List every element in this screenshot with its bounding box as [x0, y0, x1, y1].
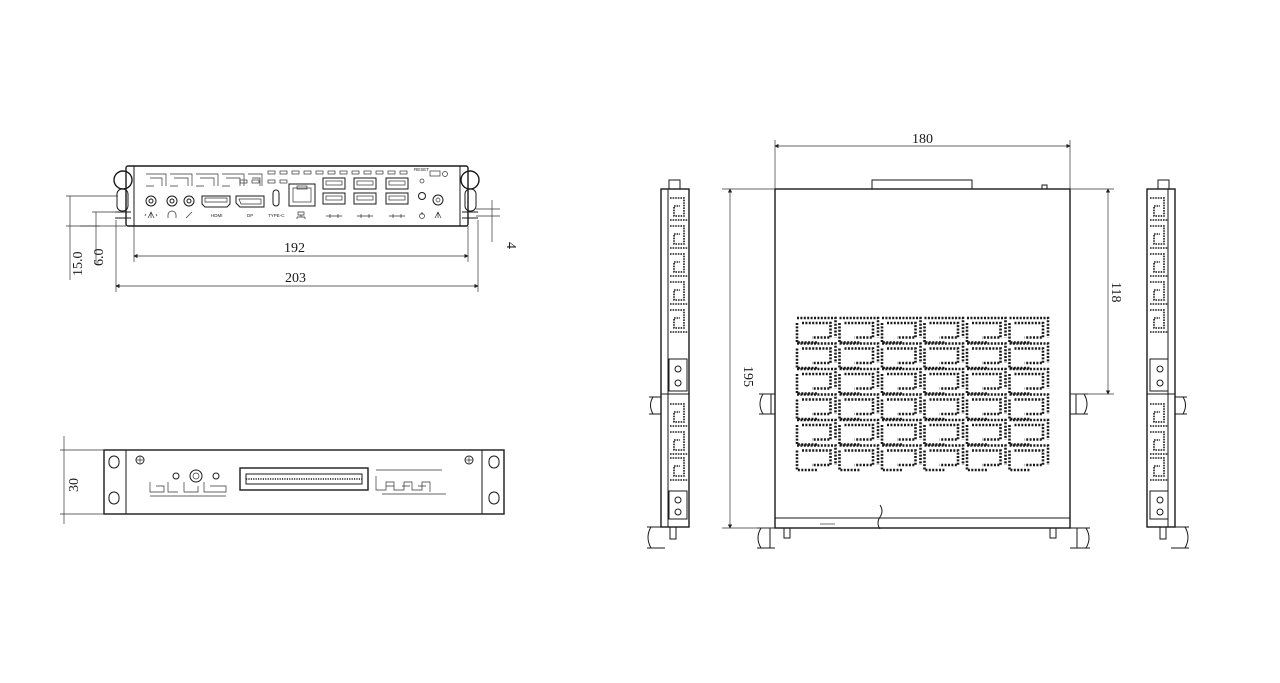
- top-foot-right-bottom: [1070, 527, 1090, 549]
- lan-icon: [296, 211, 306, 219]
- hdmi-label: HDMI: [211, 213, 223, 218]
- dim-top-partial: 118: [1108, 282, 1123, 302]
- front-view: HDMI DP TYPE-C RESET: [113, 165, 480, 227]
- left-mount-knob: [113, 170, 133, 219]
- dim-front-total-height: 15.0: [71, 252, 86, 277]
- side-view-right: [1146, 179, 1189, 549]
- usb-icon-3: [389, 214, 405, 218]
- dim-front-right-offset: 4: [503, 242, 518, 249]
- headphone-icon: [167, 210, 177, 218]
- lan-port: [288, 183, 316, 207]
- audio-jack-3: [183, 195, 195, 207]
- rear-dimensions: 30: [60, 436, 104, 524]
- top-dimensions: 180 195 118: [722, 132, 1123, 529]
- audio-jack-2: [166, 195, 178, 207]
- right-mount-knob: [460, 170, 480, 219]
- hdmi-port: [201, 195, 231, 208]
- dim-front-outer-width: 203: [285, 271, 306, 286]
- reset-switch: [418, 170, 448, 206]
- dp-label: DP: [247, 213, 253, 218]
- top-foot-left-mid: [759, 393, 775, 415]
- dim-top-depth: 195: [740, 366, 755, 387]
- top-foot-left-bottom: [757, 527, 775, 549]
- dim-rear-height: 30: [67, 478, 82, 492]
- top-foot-right-mid: [1070, 393, 1088, 415]
- usb-stack-3: [385, 177, 409, 205]
- mic-icon: [185, 211, 193, 219]
- dp-port: [235, 195, 265, 208]
- typec-label: TYPE-C: [268, 213, 285, 218]
- side-right-fin-pattern: [1150, 197, 1168, 481]
- side-view-left: [647, 179, 690, 549]
- audio-jack-1: [145, 195, 157, 207]
- dim-top-width: 180: [912, 132, 933, 147]
- usb-stack-2: [353, 177, 377, 205]
- top-vent-grid: [795, 316, 1050, 472]
- antenna-icon: [144, 211, 158, 219]
- dim-front-partial-height: 6.0: [92, 249, 107, 267]
- front-dimensions: 192 203 15.0 6.0 4: [66, 195, 518, 292]
- antenna-icon-right: [434, 211, 442, 219]
- usb-icon-1: [326, 214, 342, 218]
- rear-view: [103, 449, 505, 515]
- top-view: [757, 179, 1090, 549]
- front-vent-pattern: [146, 173, 263, 187]
- dim-front-inner-width: 192: [284, 241, 305, 256]
- side-left-fin-pattern: [670, 197, 688, 481]
- front-slot-row: [239, 170, 408, 184]
- usb-icon-2: [357, 214, 373, 218]
- usb-stack-1: [322, 177, 346, 205]
- reset-label: RESET: [414, 167, 429, 172]
- typec-port: [272, 189, 280, 207]
- power-icon: [419, 212, 425, 219]
